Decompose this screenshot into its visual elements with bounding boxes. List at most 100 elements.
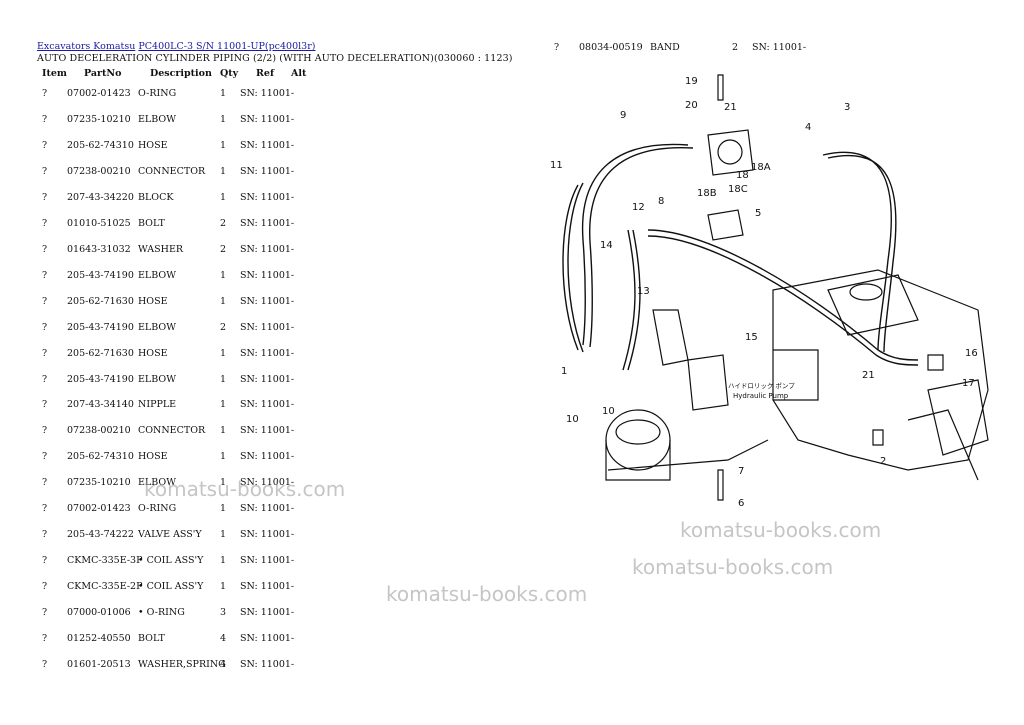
row-qty: 4 [220, 659, 227, 670]
hydraulic-pump-drawing [605, 269, 989, 481]
row-partno: 07235-10210 [67, 477, 131, 488]
row-partno: CKMC-335E-3P [67, 555, 143, 566]
row-item: ? [42, 166, 48, 177]
row-partno: 207-43-34140 [67, 399, 134, 410]
callout: 15 [745, 332, 758, 343]
row-ref: SN: 11001- [240, 374, 295, 385]
breadcrumb-link-excavators[interactable]: Excavators Komatsu [37, 41, 136, 52]
row-item: ? [554, 42, 560, 53]
callout: 11 [550, 160, 563, 171]
callout: 4 [805, 122, 811, 133]
watermark: komatsu-books.com [386, 582, 588, 606]
row-ref: SN: 11001- [240, 633, 295, 644]
table-row: ? 01010-51025 BOLT 2 SN: 11001- [0, 218, 540, 232]
row-ref: SN: 11001- [240, 529, 295, 540]
watermark: komatsu-books.com [632, 555, 834, 579]
table-row: ? 205-43-74222 VALVE ASS'Y 1 SN: 11001- [0, 529, 540, 543]
row-item: ? [42, 322, 48, 333]
row-qty: 1 [220, 399, 227, 410]
row-partno: 07238-00210 [67, 425, 131, 436]
row-item: ? [42, 503, 48, 514]
row-description: NIPPLE [138, 399, 177, 410]
row-ref: SN: 11001- [240, 451, 295, 462]
row-description: CONNECTOR [138, 166, 206, 177]
page-title: AUTO DECELERATION CYLINDER PIPING (2/2) … [37, 53, 513, 64]
pump-label-en: Hydraulic Pump [733, 392, 789, 400]
row-item: ? [42, 555, 48, 566]
callout: 18B [697, 188, 717, 199]
row-item: ? [42, 348, 48, 359]
row-item: ? [42, 296, 48, 307]
callout: 17 [962, 378, 975, 389]
callout: 20 [685, 100, 698, 111]
row-item: ? [42, 425, 48, 436]
row-ref: SN: 11001- [240, 218, 295, 229]
row-partno: 07235-10210 [67, 114, 131, 125]
breadcrumb-link-model[interactable]: PC400LC-3 S/N 11001-UP(pc400l3r) [138, 41, 316, 52]
header-ref: Ref [256, 68, 275, 79]
row-ref: SN: 11001- [240, 244, 295, 255]
row-description: ELBOW [138, 477, 176, 488]
row-ref: SN: 11001- [240, 140, 295, 151]
row-item: ? [42, 529, 48, 540]
row-description: O-RING [138, 503, 177, 514]
row-ref: SN: 11001- [240, 296, 295, 307]
row-partno: 205-62-71630 [67, 348, 134, 359]
row-description: • COIL ASS'Y [138, 581, 204, 592]
row-partno: 207-43-34220 [67, 192, 134, 203]
row-item: ? [42, 218, 48, 229]
row-description: BOLT [138, 218, 165, 229]
row-description: BOLT [138, 633, 165, 644]
watermark: komatsu-books.com [680, 518, 882, 542]
row-partno: 08034-00519 [579, 42, 643, 53]
header-item: Item [42, 68, 67, 79]
row-partno: 01010-51025 [67, 218, 131, 229]
row-partno: 205-62-74310 [67, 140, 134, 151]
row-qty: 1 [220, 451, 227, 462]
row-qty: 2 [220, 218, 227, 229]
callout: 2 [880, 456, 886, 467]
row-partno: 01601-20513 [67, 659, 131, 670]
row-qty: 1 [220, 503, 227, 514]
row-item: ? [42, 451, 48, 462]
row-qty: 1 [220, 348, 227, 359]
row-item: ? [42, 374, 48, 385]
row-qty: 1 [220, 166, 227, 177]
row-partno: CKMC-335E-2P [67, 581, 143, 592]
row-qty: 2 [220, 244, 227, 255]
row-description: ELBOW [138, 114, 176, 125]
row-description: BLOCK [138, 192, 174, 203]
callout: 7 [738, 466, 744, 477]
row-qty: 1 [220, 296, 227, 307]
row-description: VALVE ASS'Y [138, 529, 202, 540]
row-description: HOSE [138, 140, 168, 151]
row-ref: SN: 11001- [240, 348, 295, 359]
diagram-callouts: 19 20 21 9 3 4 11 18 18A 18B 18C 8 12 5 … [550, 76, 978, 509]
row-qty: 1 [220, 529, 227, 540]
row-ref: SN: 11001- [240, 192, 295, 203]
row-description: HOSE [138, 348, 168, 359]
pump-label-jp: ハイドロリック ポンプ [728, 382, 795, 390]
row-ref: SN: 11001- [240, 88, 295, 99]
row-description: HOSE [138, 451, 168, 462]
row-item: ? [42, 607, 48, 618]
row-description: BAND [650, 42, 680, 53]
row-item: ? [42, 399, 48, 410]
callout: 21 [862, 370, 875, 381]
hose-lines [562, 143, 919, 371]
row-qty: 2 [732, 42, 739, 53]
callout: 1 [561, 366, 567, 377]
row-partno: 01252-40550 [67, 633, 131, 644]
row-partno: 205-43-74222 [67, 529, 134, 540]
row-qty: 1 [220, 477, 227, 488]
row-item: ? [42, 477, 48, 488]
valve-assembly-drawing [707, 74, 944, 501]
header-alt: Alt [291, 68, 307, 79]
row-description: WASHER [138, 244, 184, 255]
